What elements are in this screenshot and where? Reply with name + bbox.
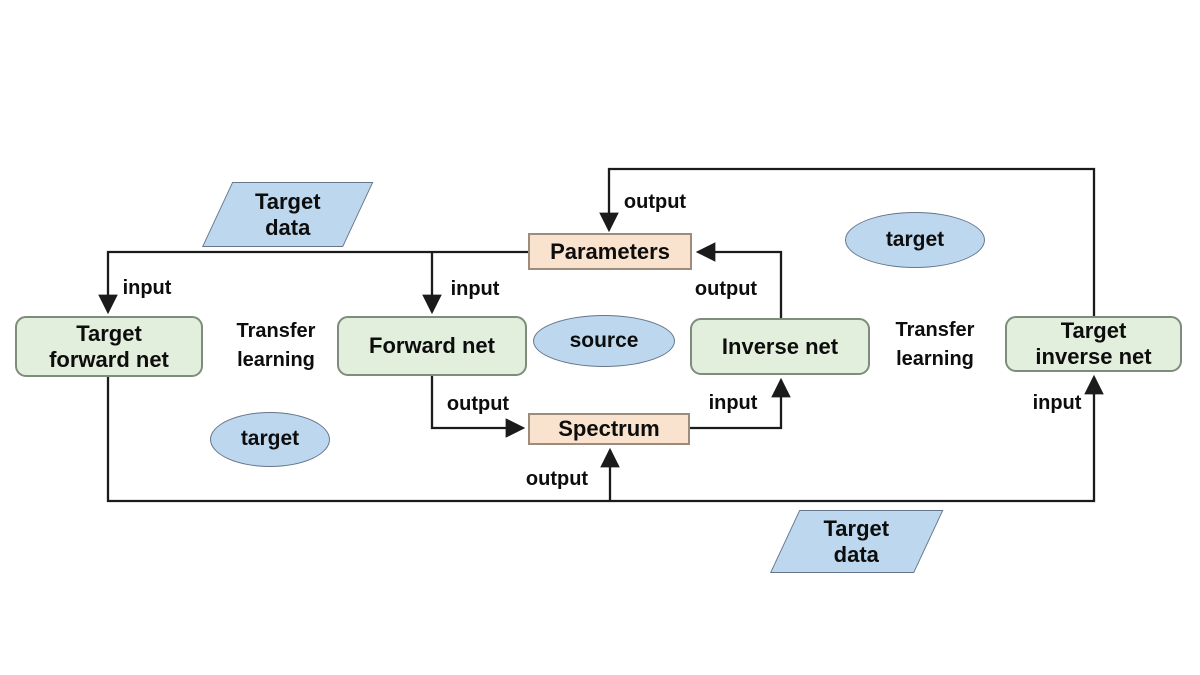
edge-label-output-top: output — [623, 191, 687, 213]
node-inverse-net-label: Inverse net — [721, 333, 839, 359]
node-spectrum-label: Spectrum — [558, 416, 660, 442]
edge-label-input-forward: input — [450, 278, 500, 300]
ellipse-target-top-label: target — [885, 227, 945, 251]
node-spectrum: Spectrum — [528, 413, 690, 445]
node-forward-net-label: Forward net — [369, 333, 495, 359]
node-target-inverse-net-label: Target inverse net — [1035, 318, 1152, 369]
edge-label-input-inverse: input — [708, 392, 758, 414]
edge-label-output-bottom: output — [525, 468, 589, 490]
ellipse-target-top: target — [845, 212, 985, 268]
node-inverse-net: Inverse net — [690, 318, 870, 375]
node-parameters: Parameters — [528, 233, 692, 270]
edge-label-output-inverse: output — [694, 278, 758, 300]
edge-label-output-forward: output — [446, 393, 510, 415]
edge-label-transfer-learning-left: Transfer learning — [236, 320, 316, 371]
ellipse-source: source — [533, 315, 675, 367]
ellipse-source-label: source — [569, 328, 639, 352]
edge-target-inverse-output-to-parameters — [599, 167, 1096, 317]
edge-target-forward-to-target-inverse-input — [106, 374, 1104, 503]
parallelogram-target-data-bottom-label: Target data — [823, 515, 890, 567]
edge-label-input-target-forward: input — [122, 277, 172, 299]
ellipse-target-bottom: target — [210, 412, 330, 467]
node-target-inverse-net: Target inverse net — [1005, 316, 1182, 372]
edge-forward-output-to-spectrum — [430, 376, 526, 438]
parallelogram-target-data-bottom: Target data — [770, 510, 944, 573]
node-target-forward-net: Target forward net — [15, 316, 203, 377]
edge-label-input-target-inverse: input — [1032, 392, 1082, 414]
edge-inverse-output-to-parameters — [695, 242, 783, 318]
edge-label-transfer-learning-right: Transfer learning — [895, 319, 975, 370]
edge-parameters-to-target-forward-input — [98, 250, 528, 315]
node-parameters-label: Parameters — [550, 238, 670, 264]
parallelogram-target-data-top-label: Target data — [254, 188, 321, 240]
node-target-forward-net-label: Target forward net — [49, 320, 169, 372]
ellipse-target-bottom-label: target — [240, 427, 300, 451]
node-forward-net: Forward net — [337, 316, 527, 376]
edge-spectrum-to-inverse-input — [690, 377, 791, 430]
